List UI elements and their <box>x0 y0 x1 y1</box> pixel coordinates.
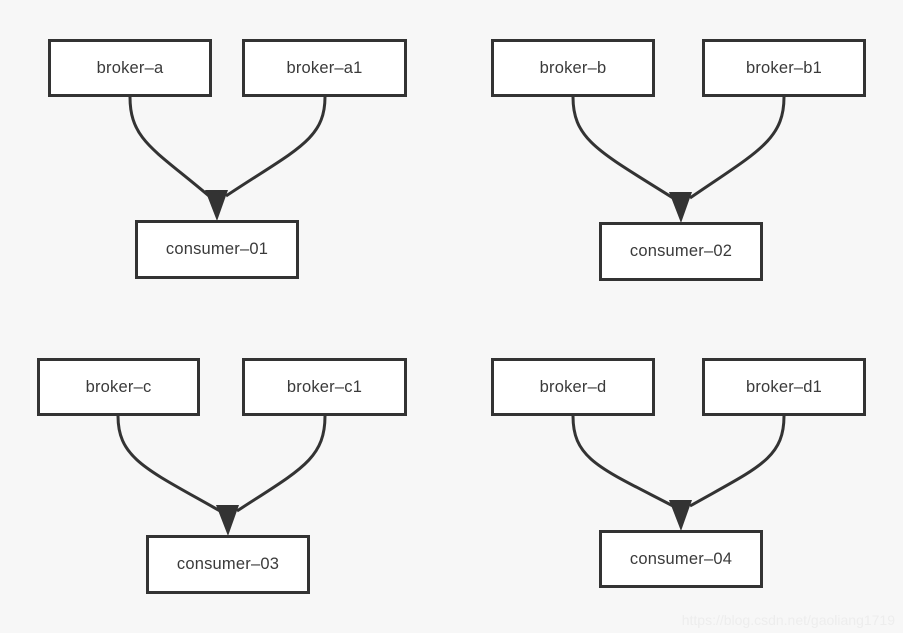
node-consumer-03[interactable]: consumer–03 <box>146 535 310 594</box>
node-consumer-04[interactable]: consumer–04 <box>599 530 763 588</box>
node-broker-b[interactable]: broker–b <box>491 39 655 97</box>
watermark-text: https://blog.csdn.net/gaoliang1719 <box>681 612 895 628</box>
node-consumer-02[interactable]: consumer–02 <box>599 222 763 281</box>
node-broker-a1[interactable]: broker–a1 <box>242 39 407 97</box>
edge-curve <box>571 96 674 200</box>
node-consumer-01[interactable]: consumer–01 <box>135 220 299 279</box>
edge-curve <box>571 415 674 508</box>
edge-broker-d1-to-consumer-04 <box>689 415 786 508</box>
node-label: consumer–02 <box>629 242 733 261</box>
edge-curve <box>689 96 786 200</box>
node-broker-c1[interactable]: broker–c1 <box>242 358 407 416</box>
node-label: consumer–03 <box>176 555 280 574</box>
node-broker-d[interactable]: broker–d <box>491 358 655 416</box>
edge-curve <box>116 415 221 513</box>
edge-curve <box>225 96 327 198</box>
edge-curve <box>236 415 327 513</box>
node-label: consumer–04 <box>629 549 733 568</box>
edge-broker-d-to-consumer-04 <box>571 415 692 531</box>
node-broker-b1[interactable]: broker–b1 <box>702 39 866 97</box>
node-label: broker–d <box>539 377 607 396</box>
node-label: broker–c <box>85 377 152 396</box>
node-label: broker–a1 <box>286 58 363 77</box>
edge-broker-c-to-consumer-03 <box>116 415 239 536</box>
node-label: consumer–01 <box>165 240 269 259</box>
edge-broker-a-to-consumer-01 <box>128 96 228 221</box>
arrowhead-triangle <box>669 192 692 223</box>
node-label: broker–c1 <box>286 377 363 396</box>
node-label: broker–a <box>96 58 164 77</box>
node-broker-d1[interactable]: broker–d1 <box>702 358 866 416</box>
node-label: broker–b <box>539 58 607 77</box>
arrowhead-triangle <box>216 505 239 536</box>
edge-curve <box>689 415 786 508</box>
edge-curve <box>128 96 210 198</box>
node-broker-c[interactable]: broker–c <box>37 358 200 416</box>
edge-broker-b1-to-consumer-02 <box>689 96 786 200</box>
node-label: broker–b1 <box>745 58 823 77</box>
node-broker-a[interactable]: broker–a <box>48 39 212 97</box>
edge-broker-b-to-consumer-02 <box>571 96 692 223</box>
arrowhead-triangle <box>669 500 692 531</box>
node-label: broker–d1 <box>745 377 823 396</box>
arrowhead-triangle <box>205 190 228 221</box>
edge-broker-c1-to-consumer-03 <box>236 415 327 513</box>
edge-broker-a1-to-consumer-01 <box>225 96 327 198</box>
